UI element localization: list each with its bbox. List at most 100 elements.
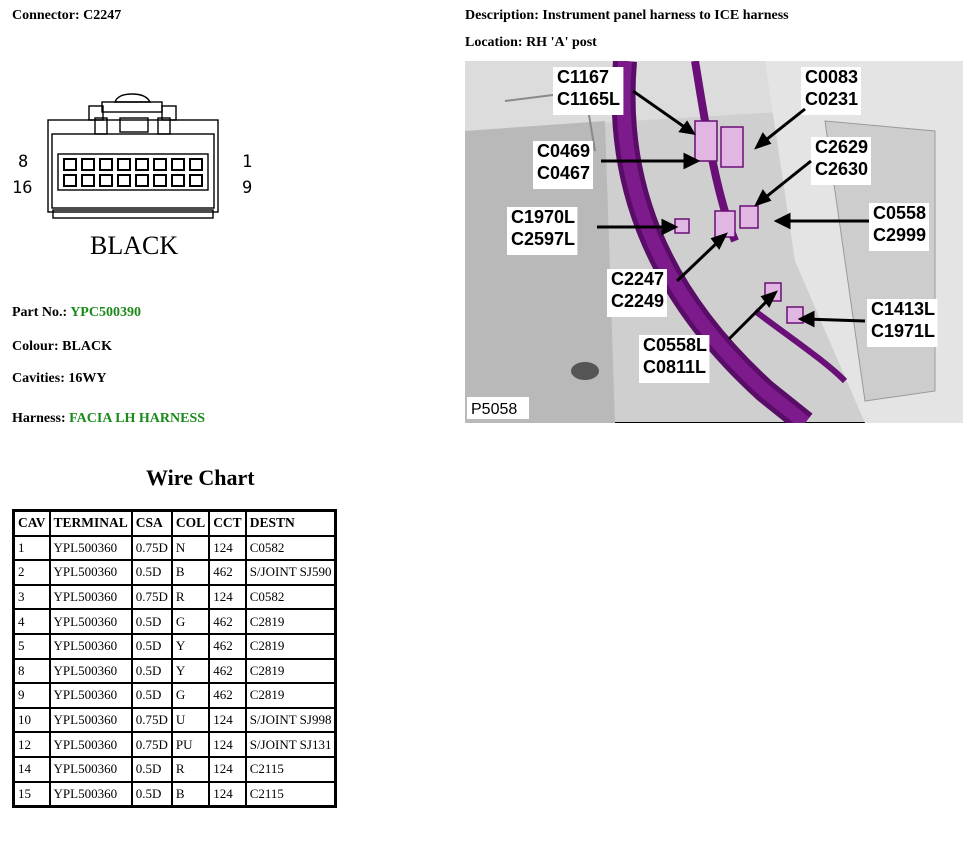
table-cell-cct: 462: [208, 608, 247, 635]
table-cell-cct: 124: [208, 755, 247, 783]
table-cell-cct: 124: [208, 731, 247, 758]
connector-colour-text: BLACK: [90, 231, 178, 260]
table-cell-terminal: YPL500360: [48, 608, 133, 635]
pin-cavity: [63, 174, 77, 187]
table-cell-cct: 124: [208, 780, 247, 808]
description-label: Description:: [465, 8, 539, 23]
pin-label-16: 16: [12, 178, 32, 198]
table-cell-col: G: [170, 608, 211, 635]
callout-background: [607, 269, 667, 317]
column-header-csa: CSA: [130, 509, 173, 537]
connector-callout-label: C1970L: [511, 207, 575, 227]
pin-cavity: [135, 158, 149, 171]
table-cell-terminal: YPL500360: [48, 559, 133, 586]
connector-callout-label: C0231: [805, 89, 858, 109]
connector-callout-label: C0467: [537, 163, 590, 183]
table-cell-cav: 10: [12, 706, 51, 734]
pin-cavity: [135, 174, 149, 187]
colour-row: Colour: BLACK: [12, 339, 112, 355]
connector-callout-label: C2597L: [511, 229, 575, 249]
table-cell-terminal: YPL500360: [48, 780, 133, 808]
description-heading: Description: Instrument panel harness to…: [465, 8, 789, 24]
part-number-row: Part No.: YPC500390: [12, 305, 141, 321]
table-cell-col: U: [170, 706, 211, 734]
connector-label: Connector:: [12, 8, 80, 23]
connector-callout-label: C1165L: [557, 89, 620, 109]
connector-callout-label: C0811L: [643, 357, 706, 377]
table-cell-cct: 462: [208, 632, 247, 660]
table-cell-csa: 0.5D: [130, 608, 173, 635]
harness-row: Harness: FACIA LH HARNESS: [12, 411, 205, 427]
table-cell-csa: 0.75D: [130, 583, 173, 611]
part-number-link[interactable]: YPC500390: [70, 305, 141, 320]
table-cell-csa: 0.75D: [130, 731, 173, 758]
pin-cavity: [189, 158, 203, 171]
pin-cavity: [171, 174, 185, 187]
table-cell-cav: 12: [12, 731, 51, 758]
harness-link[interactable]: FACIA LH HARNESS: [69, 411, 206, 426]
pin-cavity: [117, 158, 131, 171]
pin-cavity: [99, 158, 113, 171]
table-cell-destn: S/JOINT SJ998: [244, 706, 337, 734]
table-cell-col: Y: [170, 657, 211, 685]
table-cell-col: Y: [170, 632, 211, 660]
location-value: RH 'A' post: [526, 35, 597, 50]
column-header-terminal: TERMINAL: [48, 509, 133, 537]
table-cell-cct: 462: [208, 682, 247, 709]
connector-callout-label: C0469: [537, 141, 590, 161]
connector-callout-label: C2629: [815, 137, 868, 157]
table-cell-terminal: YPL500360: [48, 583, 133, 611]
cavities-value: 16WY: [68, 371, 107, 386]
pin-cavity: [63, 158, 77, 171]
connector-callout-label: C1167: [557, 67, 609, 87]
table-cell-col: R: [170, 755, 211, 783]
table-cell-terminal: YPL500360: [48, 657, 133, 685]
connector-callout-label: C1413L: [871, 299, 935, 319]
table-cell-destn: C2819: [244, 608, 337, 635]
harness-label: Harness:: [12, 411, 66, 426]
table-cell-destn: C2819: [244, 657, 337, 685]
pin-label-9: 9: [242, 178, 252, 198]
pin-cavities: [63, 158, 203, 187]
connector-callout-label: C2630: [815, 159, 868, 179]
table-cell-cav: 9: [12, 682, 51, 709]
pin-label-1: 1: [242, 152, 252, 172]
callout-labels: C1167C1165LC0083C0231C0469C0467C2629C263…: [507, 67, 938, 383]
table-cell-destn: C2819: [244, 682, 337, 709]
callout-background: [639, 335, 710, 383]
connector-callout-label: C2249: [611, 291, 664, 311]
table-cell-terminal: YPL500360: [48, 534, 133, 562]
table-cell-destn: C2115: [244, 780, 337, 808]
table-cell-col: B: [170, 780, 211, 808]
pin-cavity: [153, 158, 167, 171]
pin-cavity: [81, 174, 95, 187]
table-cell-col: N: [170, 534, 211, 562]
table-cell-csa: 0.75D: [130, 706, 173, 734]
table-cell-terminal: YPL500360: [48, 731, 133, 758]
callout-background: [867, 299, 938, 347]
connector-callout-label: C2999: [873, 225, 926, 245]
location-heading: Location: RH 'A' post: [465, 35, 597, 51]
connector-value: C2247: [83, 8, 122, 23]
table-cell-cct: 462: [208, 657, 247, 685]
table-cell-cav: 8: [12, 657, 51, 685]
pin-cavity: [153, 174, 167, 187]
location-label: Location:: [465, 35, 523, 50]
callout-background: [869, 203, 929, 251]
table-cell-col: PU: [170, 731, 211, 758]
pin-cavity: [81, 158, 95, 171]
callout-background: [801, 67, 861, 115]
image-reference: P5058: [471, 401, 517, 418]
pin-cavity: [189, 174, 203, 187]
wire-chart-title: Wire Chart: [146, 465, 255, 490]
part-number-label: Part No.:: [12, 305, 68, 320]
connector-callout-label: C0558: [873, 203, 926, 223]
table-cell-cav: 4: [12, 608, 51, 635]
table-cell-terminal: YPL500360: [48, 632, 133, 660]
